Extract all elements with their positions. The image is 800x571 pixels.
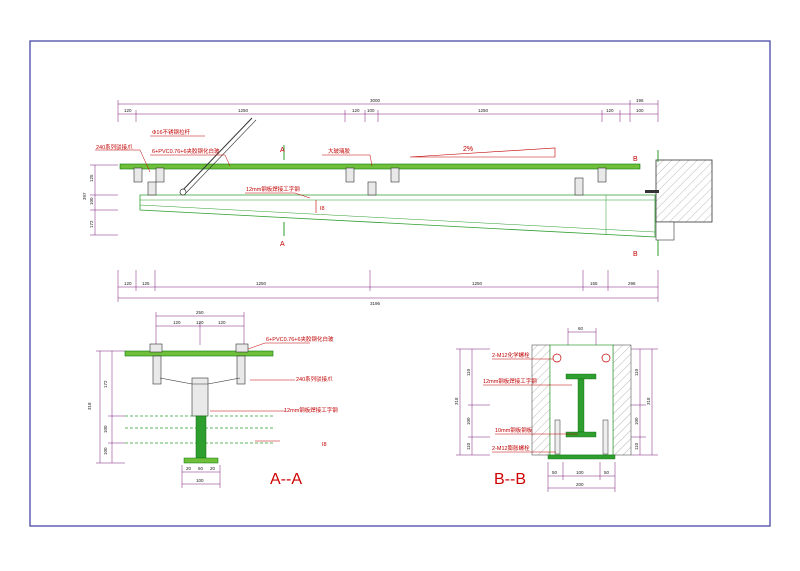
wall-hatch xyxy=(655,159,713,223)
label-sealant: 大玻璃胶 xyxy=(328,147,351,155)
section-bb-title: B--B xyxy=(494,471,526,488)
bb-dim-right-3: 100 xyxy=(634,417,639,425)
bb-dim-left-2: 110 xyxy=(466,368,471,376)
section-marker-b-top: B xyxy=(633,156,638,163)
section-marker-a-bottom: A xyxy=(280,241,285,248)
aa-dim-left-2: 172 xyxy=(103,380,108,388)
aa-label-beam: 12mm钢板焊接工字钢 xyxy=(284,406,338,414)
dim-total-bottom: 3196 xyxy=(370,301,381,306)
dim-top-6: 120 xyxy=(606,108,614,113)
aa-dim-bottom-1: 100 xyxy=(196,478,204,483)
dim-bottom-5: 155 xyxy=(590,281,598,286)
aa-dim-bottom-2: 20 xyxy=(186,466,192,471)
bb-dim-bottom-4: 50 xyxy=(604,470,610,475)
bb-dim-top: 60 xyxy=(578,326,584,331)
tapered-beam xyxy=(139,194,656,238)
dim-bottom-3: 1250 xyxy=(256,281,267,286)
bb-dim-left-3: 100 xyxy=(466,417,471,425)
aa-dim-bottom-3: 60 xyxy=(198,466,204,471)
aa-dim-left-4: 100 xyxy=(103,447,108,455)
aa-dim-left-3: 100 xyxy=(103,425,108,433)
dim-top-3: 120 xyxy=(352,108,360,113)
slope-label: 2% xyxy=(463,146,473,153)
section-bb-view: 60 2-M12化学螺栓 12mm钢板焊接工字钢 10mm钢板钢板 2-M12膨… xyxy=(454,326,658,492)
bb-dim-bottom-3: 100 xyxy=(576,470,584,475)
aa-label-fitting: 240系列驳接爪 xyxy=(296,375,333,383)
dim-top-7: 100 xyxy=(636,108,644,113)
aa-dim-left-1: 318 xyxy=(87,402,92,410)
bb-dim-right-4: 110 xyxy=(634,442,639,450)
dim-left-4: 172 xyxy=(89,220,94,228)
dim-top-4: 100 xyxy=(367,108,375,113)
dim-top-1: 120 xyxy=(124,108,132,113)
aa-label-i8: I8 xyxy=(322,442,327,448)
bb-dim-left-1: 318 xyxy=(454,397,459,405)
label-glass: 6+PVC0.76+6夹胶钢化白玻 xyxy=(152,147,220,155)
steel-rod xyxy=(179,117,253,194)
aa-dim-top-4: 120 xyxy=(218,320,226,325)
section-aa-title: A--A xyxy=(270,471,302,488)
dim-left-2: 125 xyxy=(89,174,94,182)
bb-dim-bottom-1: 200 xyxy=(576,482,584,487)
glass-panel xyxy=(119,163,641,170)
dim-left-1: 397 xyxy=(82,192,87,200)
label-rod: Φ16不锈钢拉杆 xyxy=(152,128,191,136)
bb-dim-bottom-2: 50 xyxy=(552,470,558,475)
bb-label-bolt: 2-M12化学螺栓 xyxy=(492,351,530,359)
aa-dim-top-2: 120 xyxy=(173,320,181,325)
i8-mark: I8 xyxy=(320,206,325,212)
bb-bolt-left xyxy=(552,353,562,363)
label-beam: 12mm钢板焊接工字钢 xyxy=(246,185,300,193)
bb-wall-left xyxy=(531,344,551,456)
bb-bolt-right xyxy=(601,353,611,363)
bb-label-anchor: 2-M12膨胀螺栓 xyxy=(492,444,530,452)
dim-total-top: 3000 xyxy=(370,98,381,103)
spider-fittings xyxy=(133,167,607,196)
dim-top-5: 1250 xyxy=(478,108,489,113)
dim-bottom-1: 120 xyxy=(124,281,132,286)
bb-dim-left-4: 110 xyxy=(466,442,471,450)
bb-label-beam: 12mm钢板焊接工字钢 xyxy=(483,377,537,385)
aa-label-glass: 6+PVC0.76+6夹胶钢化白玻 xyxy=(266,335,334,343)
elevation-view: 3000 120 1250 120 100 1250 120 100 196 I… xyxy=(82,98,713,306)
bb-label-plate: 10mm钢板钢板 xyxy=(495,426,533,434)
aa-glass xyxy=(124,350,274,357)
section-aa-view: 250 120 120 120 6+PVC0.76+6夹胶钢化白玻 240系列驳… xyxy=(87,310,338,488)
aa-dim-bottom-4: 20 xyxy=(210,466,216,471)
section-marker-a-top: A xyxy=(280,147,285,154)
dim-top-8: 196 xyxy=(636,98,644,103)
aa-web xyxy=(195,415,207,459)
slope-arrow xyxy=(409,147,556,158)
dim-left-3: 100 xyxy=(89,197,94,205)
aa-dim-top-1: 250 xyxy=(196,310,204,315)
bb-i-beam xyxy=(565,373,597,438)
drawing-border xyxy=(29,40,771,527)
dim-bottom-6: 296 xyxy=(628,281,636,286)
dim-bottom-2: 125 xyxy=(142,281,150,286)
aa-dim-top-3: 120 xyxy=(196,320,204,325)
label-fitting: 240系列驳接爪 xyxy=(96,143,133,151)
bb-wall-right xyxy=(612,344,632,456)
bb-dim-right-1: 318 xyxy=(646,397,651,405)
dim-bottom-4: 1250 xyxy=(472,281,483,286)
section-marker-b-bottom: B xyxy=(633,251,638,258)
dim-top-2: 1250 xyxy=(238,108,249,113)
bb-dim-right-2: 110 xyxy=(634,368,639,376)
